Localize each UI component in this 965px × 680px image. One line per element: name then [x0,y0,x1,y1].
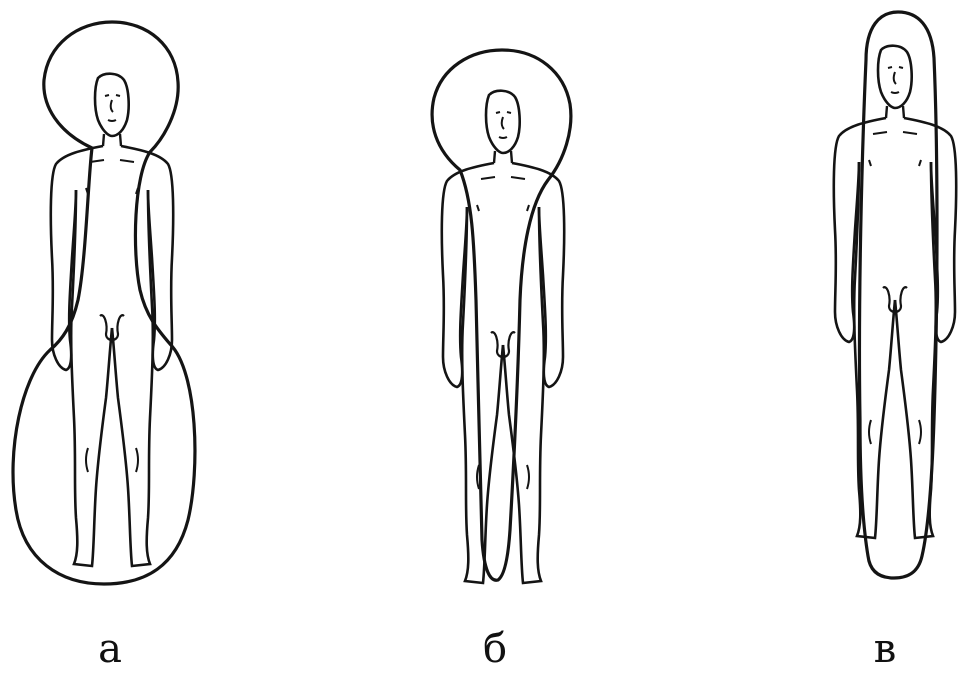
panel-label-b: б [465,626,525,672]
panel-label-v: в [855,626,915,672]
panel-b [432,50,571,583]
aura-outline-a [13,22,195,584]
aura-outline-v [859,12,937,578]
aura-outline-b [432,50,571,580]
human-figure-b [442,91,564,583]
panel-a [13,22,195,584]
panel-label-a: а [80,626,140,672]
panel-v [834,12,956,578]
